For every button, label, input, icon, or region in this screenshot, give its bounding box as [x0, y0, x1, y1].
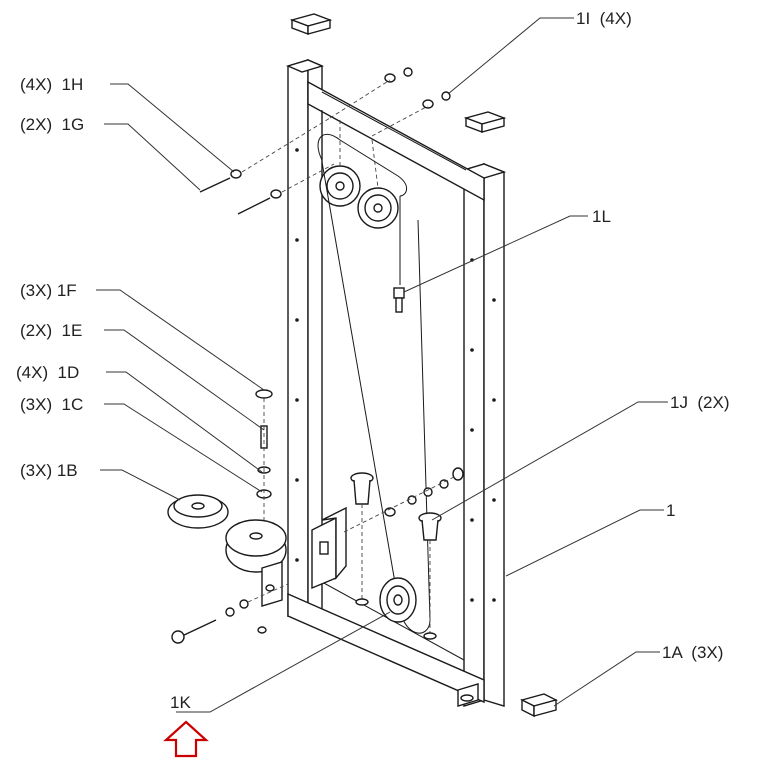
callout-1D: (4X) 1D: [16, 363, 79, 382]
callouts: 1I (4X) (4X) 1H (2X) 1G 1L (3X) 1F (2X) …: [16, 9, 730, 712]
top-pulleys: [319, 120, 399, 229]
callout-1G: (2X) 1G: [20, 115, 84, 134]
lower-bracket: [311, 506, 347, 590]
callout-1F: (3X) 1F: [20, 281, 77, 300]
bushing-hardware: [343, 467, 464, 533]
callout-1A: 1A (3X): [662, 643, 723, 662]
callout-1C: (3X) 1C: [20, 395, 83, 414]
callout-1L: 1L: [592, 207, 611, 226]
frame: [285, 58, 507, 707]
callout-1: 1: [666, 501, 675, 520]
bushings-1J: [350, 472, 442, 640]
end-caps: [289, 13, 558, 718]
bolts-1G-1H: [199, 117, 335, 215]
bottom-pulley-1K: [379, 577, 417, 623]
callout-1K: 1K: [170, 693, 191, 712]
callout-1E: (2X) 1E: [20, 321, 82, 340]
callout-1H: (4X) 1H: [20, 75, 83, 94]
pin-1L: [393, 287, 405, 313]
callout-1J: 1J (2X): [670, 393, 730, 412]
up-arrow-outline-icon: [163, 720, 209, 758]
hardware-1I: [329, 67, 451, 137]
callout-1B: (3X) 1B: [20, 461, 78, 480]
callout-1I: 1I (4X): [576, 9, 632, 28]
leader-lines: [96, 17, 668, 713]
frame-holes: [295, 148, 496, 602]
left-pulley-assembly: [167, 389, 289, 644]
